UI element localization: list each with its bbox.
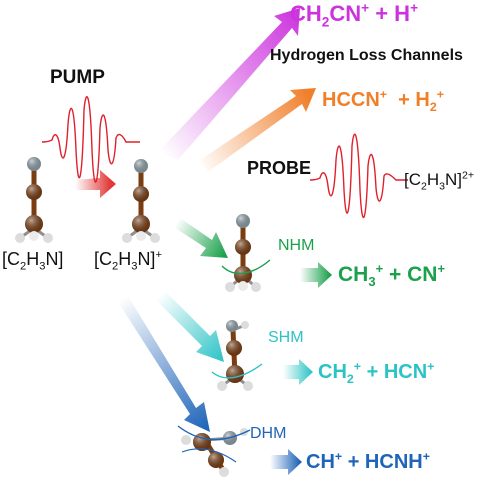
dhm-label: DHM xyxy=(250,425,287,442)
arrow-pump-excitation xyxy=(74,170,116,198)
molecule-nhm xyxy=(221,214,271,292)
arrow-dhm-path xyxy=(118,296,210,432)
arrow-shm-products xyxy=(283,359,313,385)
channel-hccn: HCCN+ + H2+ xyxy=(322,87,444,114)
pump-pulse-wave xyxy=(41,96,140,183)
arrow-ch2cn-channel xyxy=(158,8,300,160)
probe-label: PROBE xyxy=(247,158,312,178)
neutral-label: [C2H3N] xyxy=(2,249,64,273)
molecule-shm xyxy=(211,320,263,391)
channel-ch-hcnh: CH+ + HCNH+ xyxy=(306,449,430,473)
shm-label: SHM xyxy=(268,329,304,346)
arrow-shm-path xyxy=(156,292,224,362)
channel-ch2cn: CH2CN+ + H+ xyxy=(290,0,419,30)
molecule-cation xyxy=(122,159,160,243)
pump-label: PUMP xyxy=(50,67,105,88)
arrow-dhm-products xyxy=(270,449,302,475)
arrow-nhm-path xyxy=(172,218,228,258)
dication-label: [C2H3N]2+ xyxy=(404,169,475,193)
cation-label: [C2H3N]+ xyxy=(94,249,162,273)
molecule-neutral xyxy=(15,157,53,243)
channel-ch3-cn: CH3+ + CN+ xyxy=(338,261,446,290)
probe-pulse-wave xyxy=(309,133,408,219)
arrow-hccn-channel xyxy=(200,88,316,172)
channel-ch2-hcn: CH2+ + HCN+ xyxy=(318,359,435,386)
molecule-dhm xyxy=(177,425,251,477)
arrow-nhm-products xyxy=(300,262,332,288)
nhm-label: NHM xyxy=(278,237,315,254)
hydrogen-loss-title: Hydrogen Loss Channels xyxy=(270,47,463,64)
